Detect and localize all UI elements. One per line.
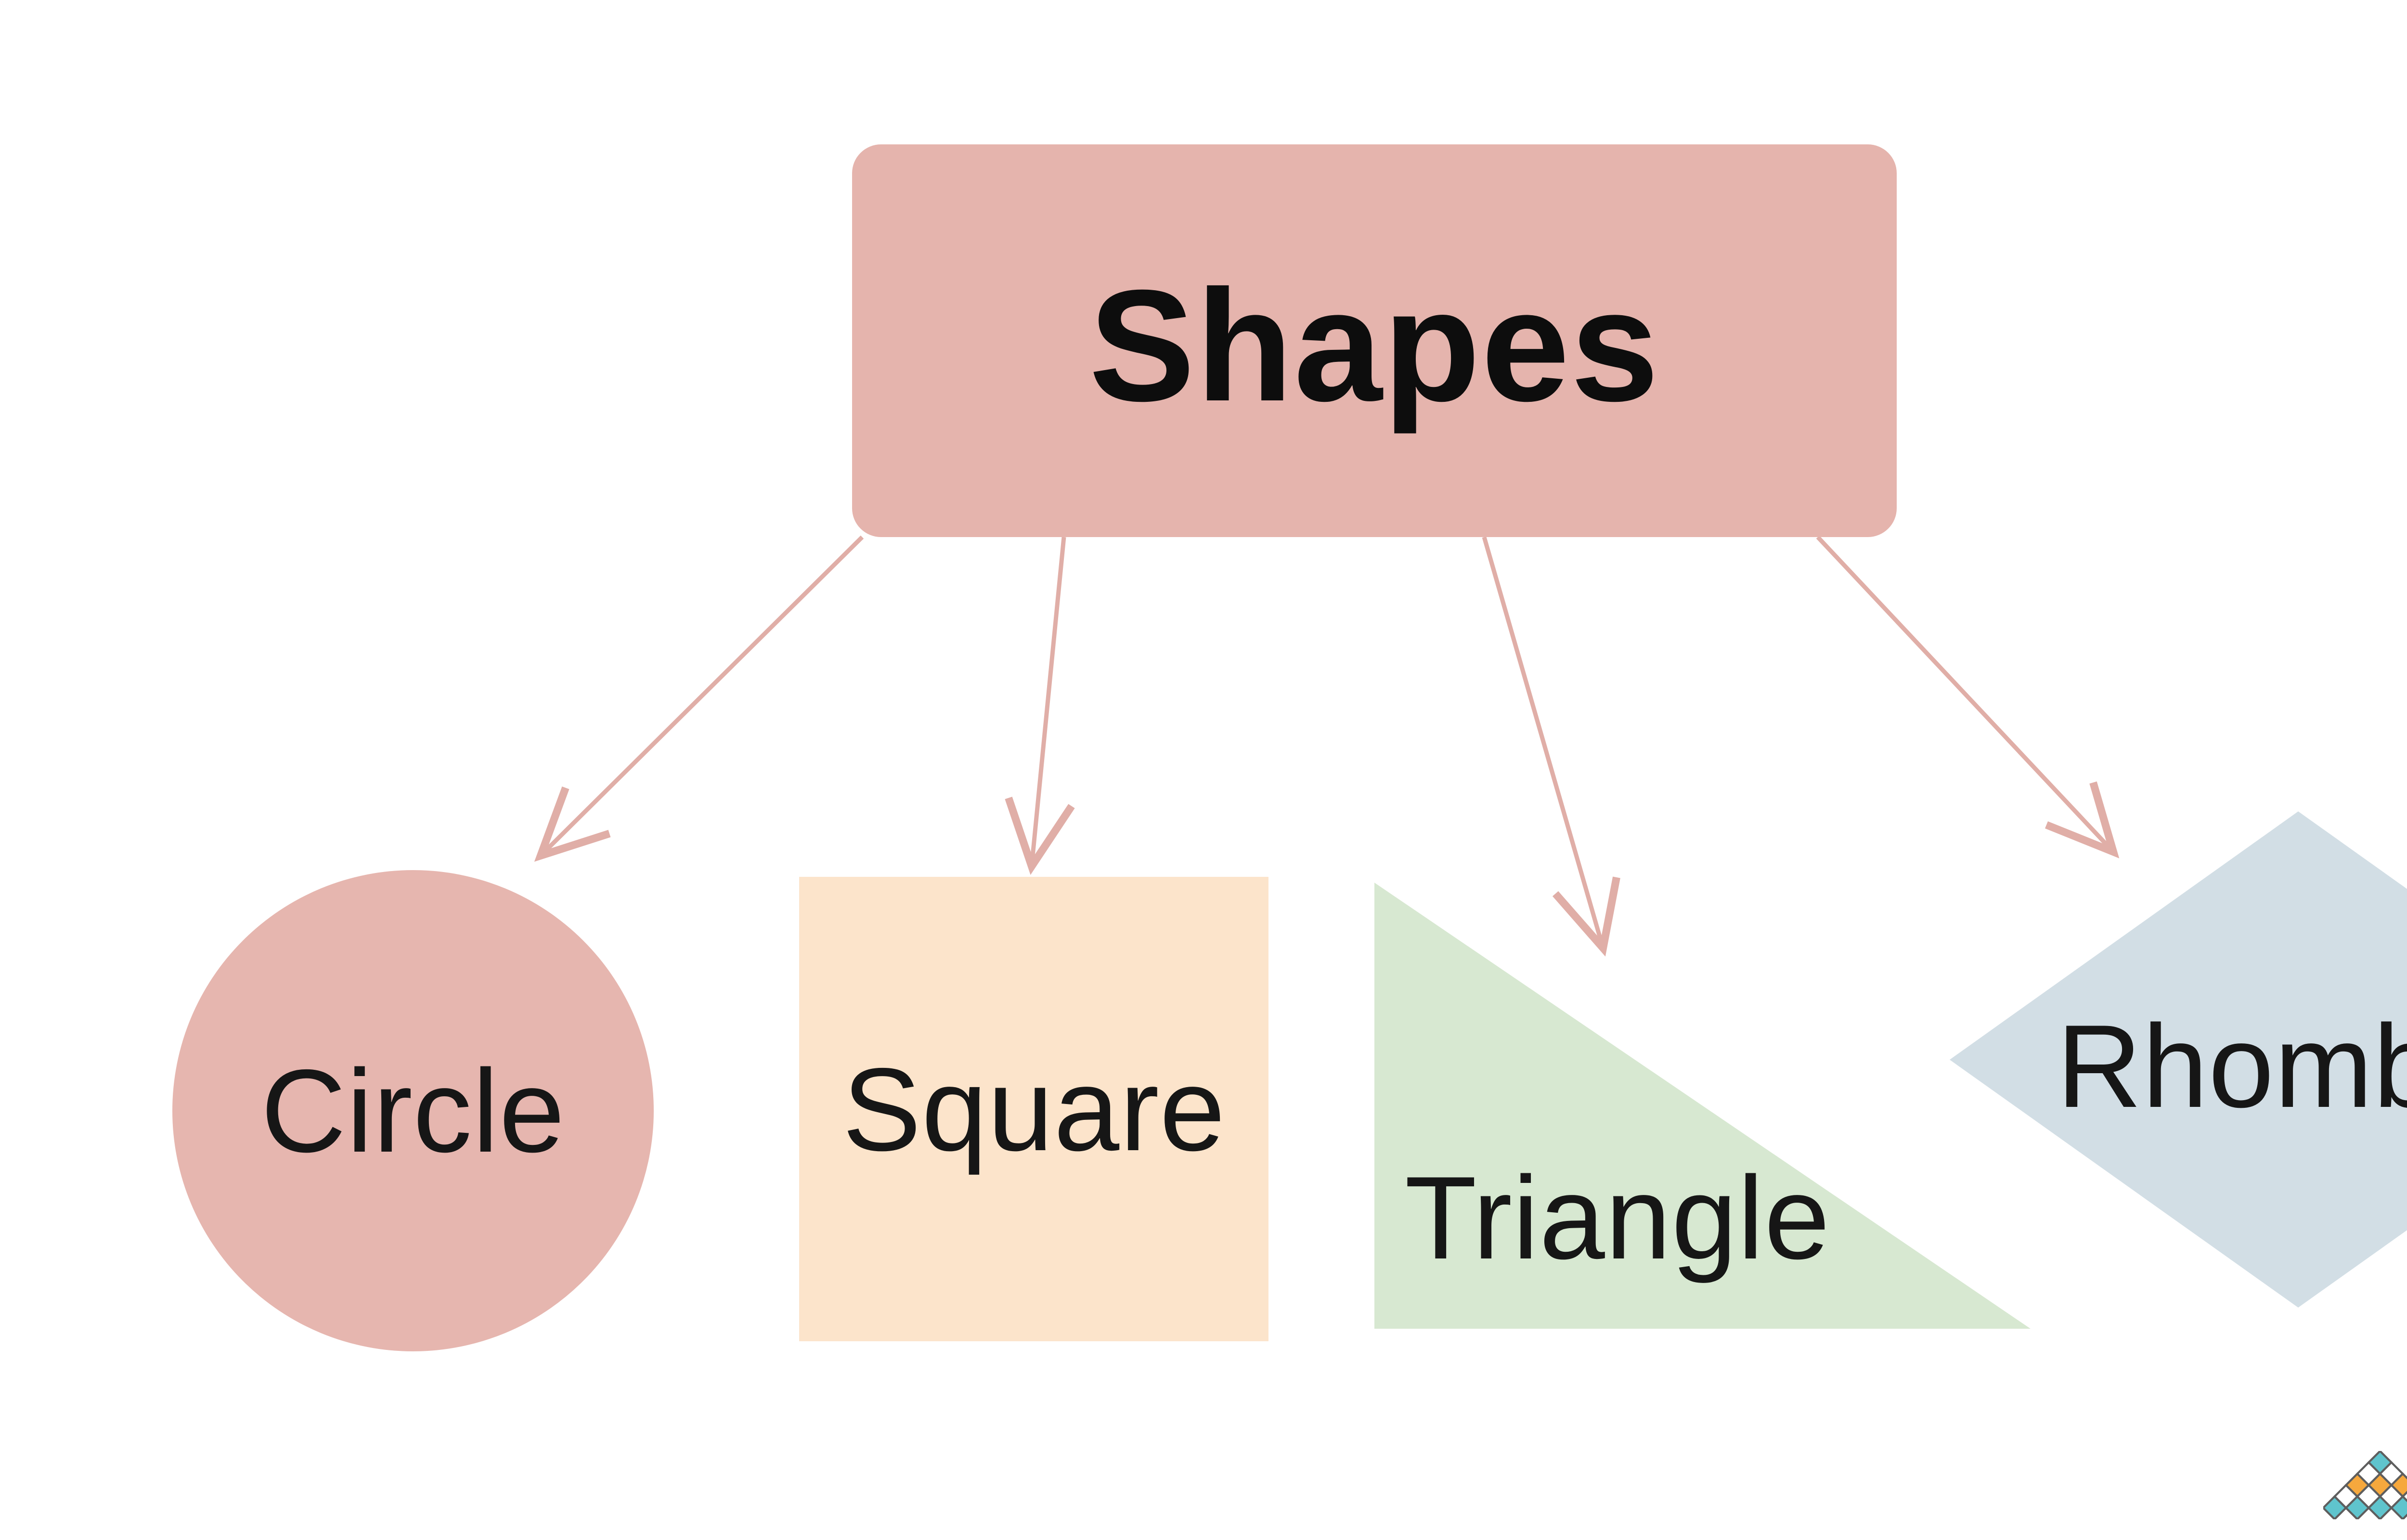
arrow-to-rhombus-head-icon: [2045, 781, 2120, 859]
logo-diamond-teal: [2323, 1495, 2348, 1519]
circle-shape: [172, 870, 654, 1351]
interviewbit-logo: InterviewBit: [2323, 1450, 2407, 1520]
arrow-to-square-head-icon: [1005, 796, 1075, 875]
logo-diamond-teal: [2390, 1495, 2407, 1519]
arrow-to-triangle-shaft: [1482, 536, 1605, 949]
title-node-label: Shapes: [1089, 257, 1660, 434]
connector-arrows: [534, 535, 2120, 957]
circle-label: Circle: [260, 1045, 566, 1177]
logo-diamond-teal: [2367, 1495, 2393, 1519]
diamond-pyramid-logo-icon: [2323, 1451, 2407, 1519]
triangle-label: Triangle: [1404, 1152, 1831, 1283]
square-shape: [799, 877, 1268, 1341]
arrow-to-rhombus-shaft: [1816, 535, 2115, 854]
rhombus-label: Rhombus: [2057, 1000, 2407, 1132]
rhombus-shape: [1950, 811, 2407, 1308]
title-node-box: [852, 144, 1897, 537]
arrow-to-circle-head-icon: [534, 786, 611, 862]
arrow-to-square-shaft: [1029, 537, 1066, 867]
arrow-to-circle-shaft: [539, 535, 864, 858]
arrow-to-triangle-head-icon: [1552, 876, 1620, 957]
logo-diamond-teal: [2344, 1495, 2370, 1519]
triangle-shape: [1374, 883, 2031, 1329]
square-label: Square: [842, 1043, 1226, 1175]
